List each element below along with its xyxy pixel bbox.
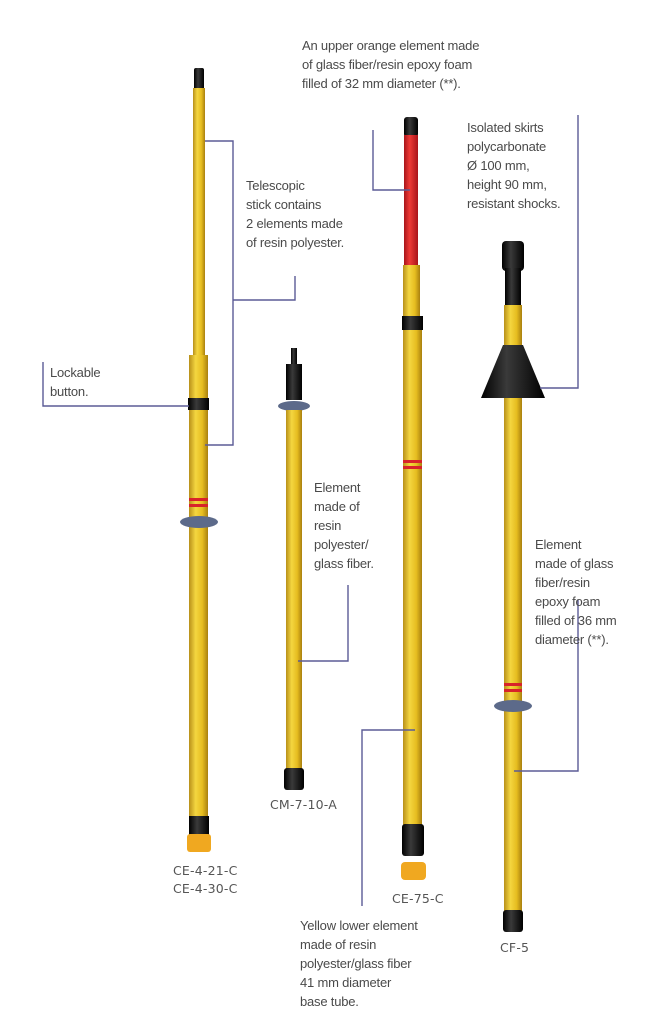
callout-line: fiber/resin	[535, 575, 590, 590]
callout-line: 41 mm diameter	[300, 975, 392, 990]
callout-line: resin	[314, 518, 342, 533]
callout-line: epoxy foam	[535, 594, 601, 609]
callout-line: made of resin	[300, 937, 377, 952]
callout-element-glass-fiber: Element made of glass fiber/resin epoxy …	[535, 535, 617, 649]
callout-line: glass fiber.	[314, 556, 374, 571]
callout-line: Lockable	[50, 365, 101, 380]
model-code: CE-4-21-C	[173, 863, 238, 878]
callout-line: Isolated skirts	[467, 120, 544, 135]
callout-line: button.	[50, 384, 89, 399]
model-label-ce-75-c: CE-75-C	[392, 891, 444, 906]
callout-line: Yellow lower element	[300, 918, 418, 933]
callout-lockable-button: Lockable button.	[50, 363, 101, 401]
callout-isolated-skirts: Isolated skirts polycarbonate Ø 100 mm, …	[467, 118, 561, 213]
model-label-cm-7-10-a: CM-7-10-A	[270, 797, 337, 812]
stick-cm-7	[278, 348, 310, 790]
model-label-ce-4: CE-4-21-C CE-4-30-C	[173, 862, 238, 898]
stick-cf-5	[481, 241, 545, 932]
callout-line: resistant shocks.	[467, 196, 561, 211]
callout-line: stick contains	[246, 197, 322, 212]
stick-ce-4	[180, 68, 218, 852]
callout-line: An upper orange element made	[302, 38, 480, 53]
callout-line: of glass fiber/resin epoxy foam	[302, 57, 473, 72]
callout-line: diameter (**).	[535, 632, 609, 647]
callout-line: polyester/	[314, 537, 369, 552]
callout-line: polycarbonate	[467, 139, 547, 154]
callout-yellow-lower-element: Yellow lower element made of resin polye…	[300, 916, 418, 1011]
model-code: CE-4-30-C	[173, 881, 238, 896]
callout-line: polyester/glass fiber	[300, 956, 412, 971]
callout-telescopic-stick: Telescopic stick contains 2 elements mad…	[246, 176, 344, 252]
callout-line: made of glass	[535, 556, 614, 571]
callout-line: Element	[535, 537, 582, 552]
stick-ce-75	[401, 117, 426, 880]
callout-line: made of	[314, 499, 360, 514]
callout-element-resin: Element made of resin polyester/ glass f…	[314, 478, 374, 573]
callout-line: filled of 36 mm	[535, 613, 617, 628]
leader-lines	[42, 115, 579, 906]
callout-line: 2 elements made	[246, 216, 343, 231]
callout-line: of resin polyester.	[246, 235, 345, 250]
model-label-cf-5: CF-5	[500, 940, 530, 955]
callout-line: Telescopic	[246, 178, 305, 193]
callout-upper-orange-element: An upper orange element made of glass fi…	[302, 36, 479, 93]
callout-line: base tube.	[300, 994, 359, 1009]
callout-line: height 90 mm,	[467, 177, 547, 192]
callout-line: Ø 100 mm,	[467, 158, 530, 173]
callout-line: Element	[314, 480, 361, 495]
callout-line: filled of 32 mm diameter (**).	[302, 76, 461, 91]
